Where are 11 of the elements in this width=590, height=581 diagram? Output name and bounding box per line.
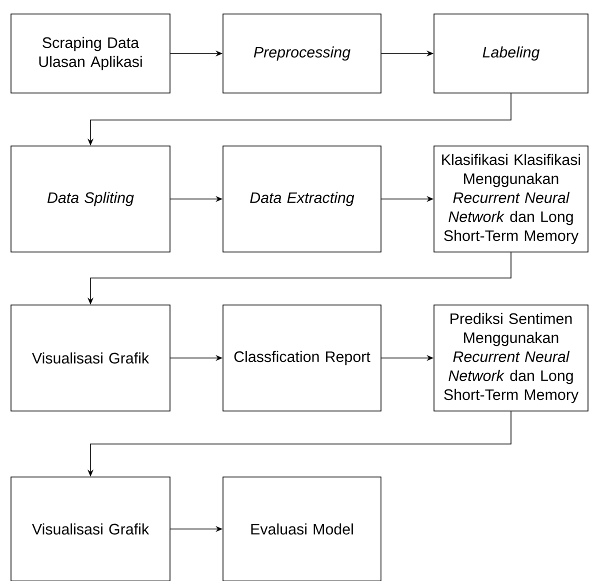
process-box: Scraping Data Ulasan Aplikasi — [10, 14, 170, 94]
process-box: Preprocessing — [222, 14, 382, 94]
process-box: Data Spliting — [10, 146, 170, 252]
process-box: Visualisasi Grafik — [10, 476, 170, 581]
process-box: Labeling — [434, 14, 588, 94]
process-box: Evaluasi Model — [222, 476, 382, 581]
process-box: Classfication Report — [222, 304, 382, 412]
process-box: Klasifikasi Klasifikasi Menggunakan Recurrent Neural Network dan Long Short-Term Memory — [434, 146, 588, 252]
process-box: Visualisasi Grafik — [10, 304, 170, 412]
process-box: Prediksi Sentimen Menggunakan Recurrent Neural Network dan Long Short-Term Memory — [434, 304, 588, 412]
process-box: Data Extracting — [222, 146, 382, 252]
